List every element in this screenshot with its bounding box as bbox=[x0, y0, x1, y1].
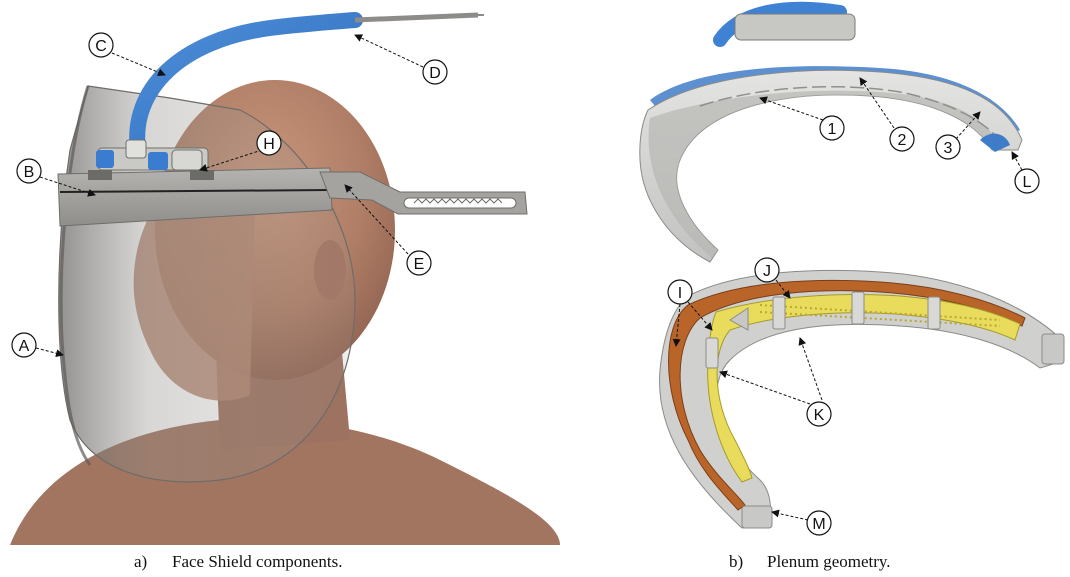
blue-fitting-right bbox=[148, 152, 168, 170]
blue-fitting-left bbox=[96, 150, 114, 168]
base-bottom-block bbox=[742, 506, 772, 528]
caption-b-text: Plenum geometry. bbox=[767, 552, 891, 571]
callout-label-k: K bbox=[814, 407, 825, 424]
callout-label-h: H bbox=[263, 136, 275, 153]
caption-a-text: Face Shield components. bbox=[172, 552, 342, 571]
callout-label-a: A bbox=[19, 338, 30, 355]
callout-label-3: 3 bbox=[944, 140, 953, 157]
callout-label-j: J bbox=[763, 263, 771, 280]
callout-label-c: C bbox=[95, 38, 107, 55]
base-post-4 bbox=[706, 338, 718, 368]
callout-label-i: I bbox=[678, 285, 682, 302]
callout-label-d: D bbox=[429, 65, 441, 82]
leader-d bbox=[355, 35, 423, 67]
hose-coupler bbox=[126, 140, 146, 158]
callout-label-b: B bbox=[24, 164, 35, 181]
base-post-2 bbox=[852, 292, 864, 324]
base-post-3 bbox=[928, 297, 940, 329]
fitting-cap bbox=[172, 150, 202, 170]
fitting-base-right bbox=[190, 170, 214, 180]
leader-a bbox=[36, 348, 63, 355]
base-post-1 bbox=[773, 297, 785, 329]
callout-label-m: M bbox=[812, 516, 825, 533]
callout-label-l: L bbox=[1023, 174, 1032, 191]
plenum-top-fitting bbox=[735, 14, 855, 40]
leader-m bbox=[772, 512, 808, 520]
leader-l bbox=[1012, 152, 1022, 170]
fitting-base-left bbox=[88, 170, 112, 180]
plenum-base-illustration bbox=[660, 270, 1064, 528]
base-end-block bbox=[1042, 334, 1064, 364]
caption-panel-a: a)Face Shield components. bbox=[134, 552, 342, 572]
leader-k-2 bbox=[800, 338, 822, 400]
callout-label-2: 2 bbox=[898, 132, 907, 149]
callout-label-e: E bbox=[414, 256, 425, 273]
caption-a-number: a) bbox=[134, 552, 172, 572]
leader-1 bbox=[760, 98, 823, 120]
leader-k-1 bbox=[720, 372, 810, 404]
caption-panel-b: b)Plenum geometry. bbox=[729, 552, 891, 572]
callout-label-1: 1 bbox=[828, 121, 837, 138]
face-shield-illustration bbox=[10, 15, 560, 545]
caption-b-number: b) bbox=[729, 552, 767, 572]
hose-inlet-rod bbox=[355, 15, 478, 20]
